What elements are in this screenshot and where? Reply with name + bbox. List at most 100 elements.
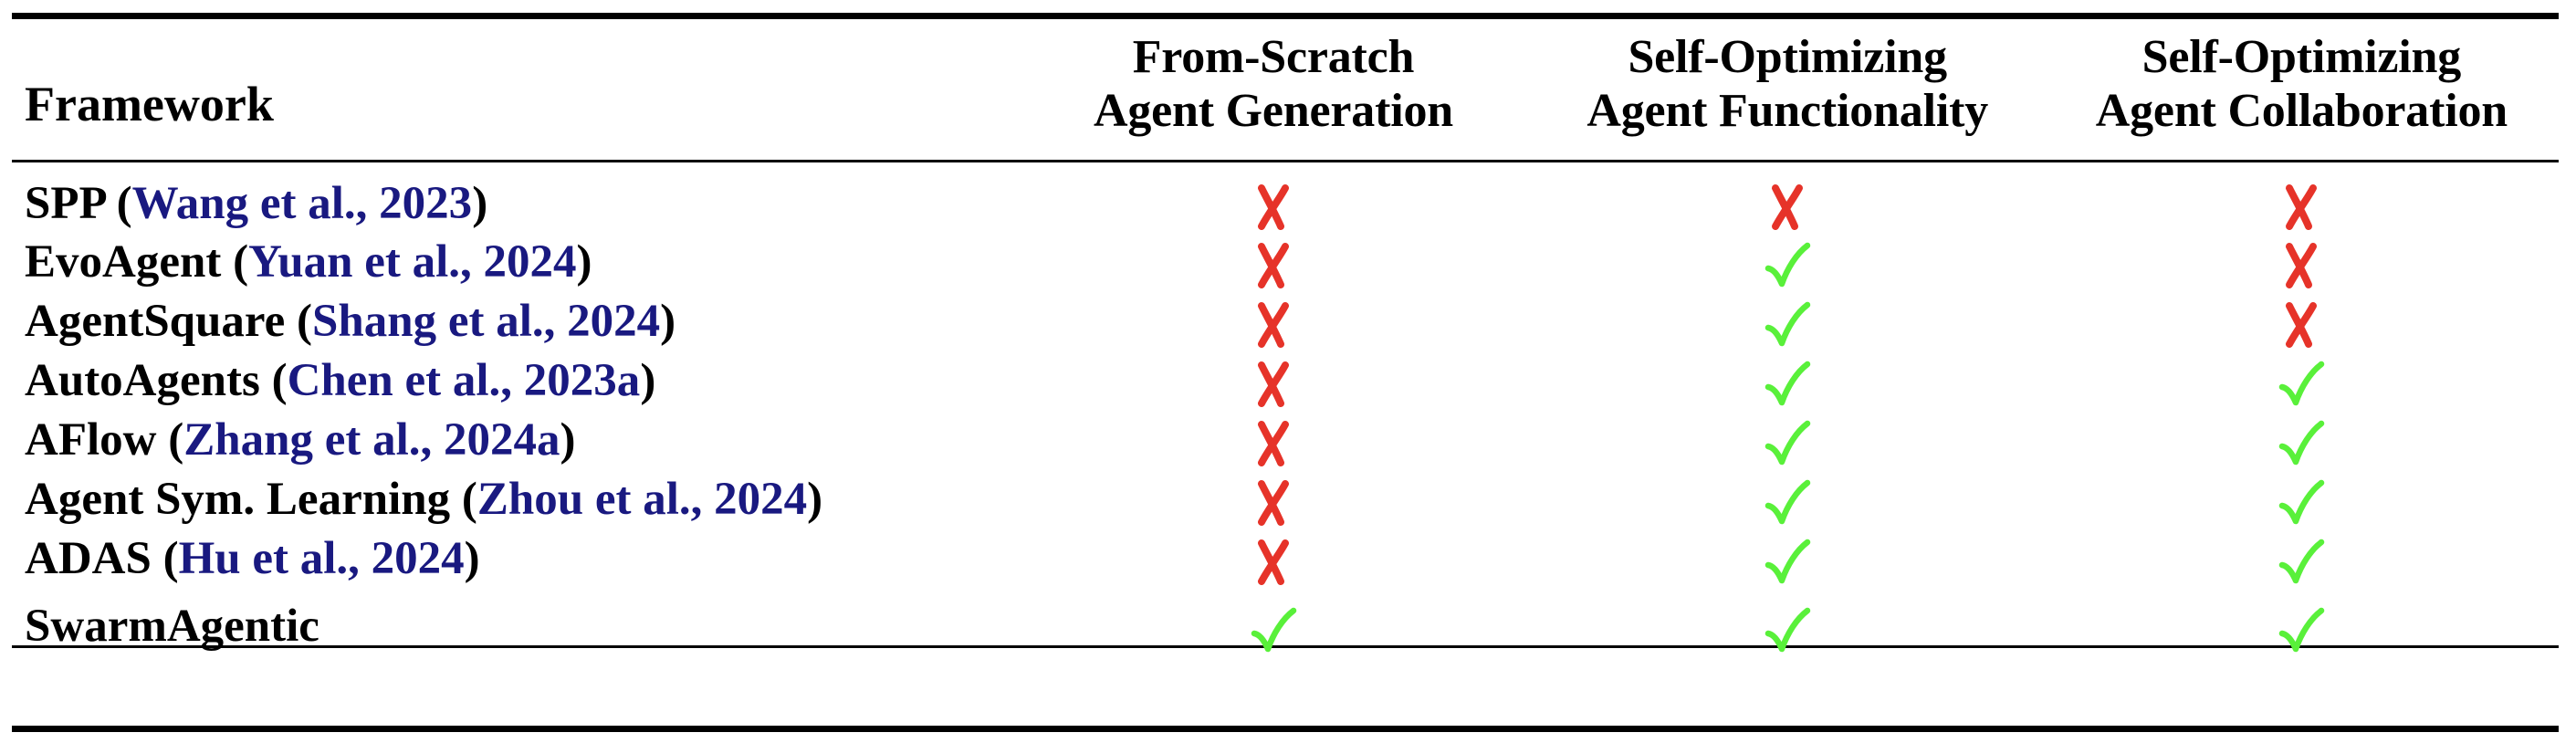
cell-self-optimizing-agent-functionality (1531, 232, 2045, 291)
citation-reference[interactable]: Wang et al., 2023 (131, 177, 473, 229)
citation-close-paren: ) (640, 354, 656, 406)
check-mark-icon (1762, 239, 1813, 290)
citation-open-paren: ( (116, 177, 132, 229)
table-row: AgentSquare (Shang et al., 2024) (12, 291, 2559, 351)
cross-mark-icon (1248, 476, 1299, 528)
table-row: SwarmAgentic (12, 588, 2559, 660)
table-row: Agent Sym. Learning (Zhou et al., 2024) (12, 469, 2559, 528)
column-header-framework-label: Framework (25, 77, 274, 131)
framework-name-cell: AgentSquare (Shang et al., 2024) (12, 291, 1016, 351)
cross-mark-icon (1248, 417, 1299, 468)
cell-from-scratch-agent-generation (1016, 351, 1530, 410)
check-mark-icon (2276, 536, 2327, 587)
check-mark-icon (1762, 417, 1813, 468)
table-header-row: Framework From-Scratch Agent Generation … (12, 19, 2559, 160)
citation-close-paren: ) (472, 177, 488, 229)
framework-name: EvoAgent (25, 235, 222, 288)
citation-reference[interactable]: Hu et al., 2024 (178, 532, 465, 584)
framework-name: ADAS (25, 532, 152, 584)
check-mark-icon (1762, 476, 1813, 528)
column-header-self-optimizing-agent-functionality: Self-Optimizing Agent Functionality (1531, 19, 2045, 160)
cross-mark-icon (1248, 181, 1299, 232)
cell-self-optimizing-agent-collaboration (2045, 291, 2559, 351)
column-header-line2: Agent Generation (1094, 85, 1453, 137)
table-row: SPP (Wang et al., 2023) (12, 160, 2559, 232)
framework-name: Agent Sym. Learning (25, 473, 451, 525)
framework-name: SwarmAgentic (25, 600, 319, 652)
table-top-rule (12, 13, 2559, 19)
cross-mark-icon (1248, 358, 1299, 409)
citation-open-paren: ( (162, 532, 179, 584)
table-final-row-rule (12, 645, 2559, 648)
framework-name: AgentSquare (25, 295, 286, 347)
citation-reference[interactable]: Zhang et al., 2024a (183, 413, 560, 466)
cross-mark-icon (1248, 298, 1299, 350)
cell-self-optimizing-agent-functionality (1531, 291, 2045, 351)
framework-name-cell: AFlow (Zhang et al., 2024a) (12, 410, 1016, 469)
table-row: EvoAgent (Yuan et al., 2024) (12, 232, 2559, 291)
citation-reference[interactable]: Shang et al., 2024 (312, 295, 661, 347)
cross-mark-icon (1248, 536, 1299, 587)
table-row: ADAS (Hu et al., 2024) (12, 528, 2559, 588)
table-header-rule (12, 160, 2559, 162)
framework-name-cell: EvoAgent (Yuan et al., 2024) (12, 232, 1016, 291)
cell-self-optimizing-agent-functionality (1531, 528, 2045, 588)
citation-close-paren: ) (560, 413, 576, 466)
cross-mark-icon (1248, 239, 1299, 290)
cell-self-optimizing-agent-functionality (1531, 469, 2045, 528)
column-header-line2: Agent Functionality (1586, 85, 1988, 137)
check-mark-icon (2276, 604, 2327, 655)
citation-reference[interactable]: Yuan et al., 2024 (248, 235, 577, 288)
citation-open-paren: ( (271, 354, 288, 406)
cross-mark-icon (1762, 181, 1813, 232)
framework-name-cell: Agent Sym. Learning (Zhou et al., 2024) (12, 469, 1016, 528)
citation-open-paren: ( (297, 295, 312, 347)
column-header-framework: Framework (12, 19, 1016, 160)
table-header: Framework From-Scratch Agent Generation … (12, 19, 2559, 160)
cell-self-optimizing-agent-collaboration (2045, 410, 2559, 469)
framework-name-cell: SPP (Wang et al., 2023) (12, 160, 1016, 232)
cell-from-scratch-agent-generation (1016, 469, 1530, 528)
citation-open-paren: ( (461, 473, 477, 525)
cell-self-optimizing-agent-functionality (1531, 588, 2045, 660)
cell-from-scratch-agent-generation (1016, 410, 1530, 469)
citation-close-paren: ) (576, 235, 592, 288)
cell-self-optimizing-agent-functionality (1531, 351, 2045, 410)
cell-self-optimizing-agent-collaboration (2045, 528, 2559, 588)
cell-self-optimizing-agent-collaboration (2045, 160, 2559, 232)
cell-self-optimizing-agent-collaboration (2045, 469, 2559, 528)
check-mark-icon (1762, 536, 1813, 587)
table-row: AutoAgents (Chen et al., 2023a) (12, 351, 2559, 410)
cell-from-scratch-agent-generation (1016, 232, 1530, 291)
check-mark-icon (1762, 604, 1813, 655)
cross-mark-icon (2276, 298, 2327, 350)
cross-mark-icon (2276, 181, 2327, 232)
framework-name-cell: SwarmAgentic (12, 588, 1016, 660)
framework-name-cell: AutoAgents (Chen et al., 2023a) (12, 351, 1016, 410)
check-mark-icon (2276, 358, 2327, 409)
comparison-table: Framework From-Scratch Agent Generation … (12, 19, 2559, 661)
citation-open-paren: ( (168, 413, 184, 466)
column-header-line1: Self-Optimizing (2141, 31, 2462, 83)
citation-close-paren: ) (660, 295, 676, 347)
cross-mark-icon (2276, 239, 2327, 290)
citation-reference[interactable]: Zhou et al., 2024 (476, 473, 808, 525)
cell-self-optimizing-agent-functionality (1531, 410, 2045, 469)
check-mark-icon (2276, 417, 2327, 468)
column-header-from-scratch-agent-generation: From-Scratch Agent Generation (1016, 19, 1530, 160)
citation-reference[interactable]: Chen et al., 2023a (287, 354, 641, 406)
cell-from-scratch-agent-generation (1016, 291, 1530, 351)
cell-self-optimizing-agent-collaboration (2045, 351, 2559, 410)
table-bottom-rule (12, 726, 2559, 732)
check-mark-icon (1762, 298, 1813, 350)
citation-close-paren: ) (807, 473, 823, 525)
citation-open-paren: ( (233, 235, 249, 288)
check-mark-icon (1762, 358, 1813, 409)
table-body: SPP (Wang et al., 2023)EvoAgent (Yuan et… (12, 160, 2559, 661)
framework-name-cell: ADAS (Hu et al., 2024) (12, 528, 1016, 588)
cell-self-optimizing-agent-functionality (1531, 160, 2045, 232)
cell-from-scratch-agent-generation (1016, 588, 1530, 660)
framework-name: AutoAgents (25, 354, 260, 406)
column-header-line1: From-Scratch (1132, 31, 1415, 83)
